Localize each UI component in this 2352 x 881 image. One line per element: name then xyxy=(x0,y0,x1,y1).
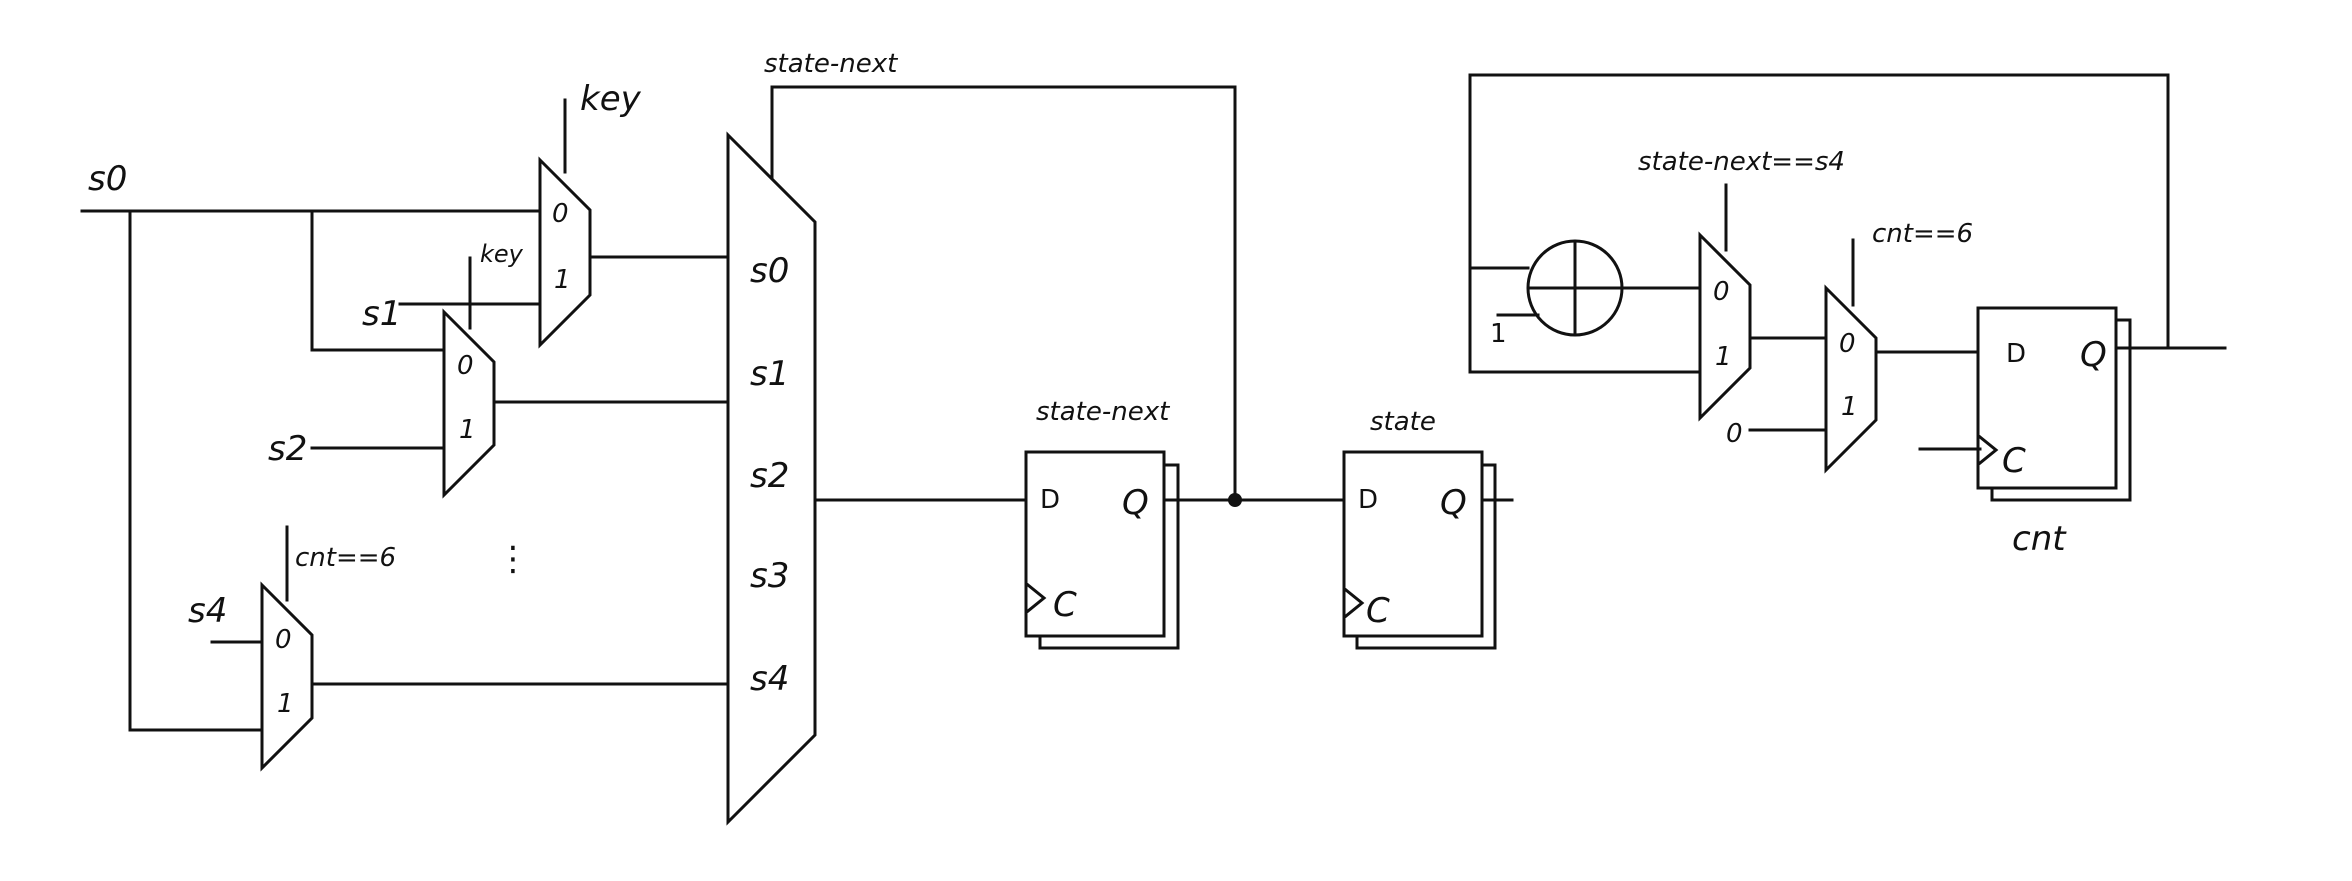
mux-s1-port-0: 0 xyxy=(457,351,474,381)
state-next-feedback-wire xyxy=(770,85,1237,500)
mux-s1-port-1: 1 xyxy=(459,415,476,445)
const-zero-label: 0 xyxy=(1726,419,1743,449)
s1-input-label: s1 xyxy=(362,294,401,334)
s2-input-label: s2 xyxy=(268,429,307,469)
key-select-label: key xyxy=(580,79,642,119)
state-mux-input-s0: s0 xyxy=(750,251,789,291)
mux-s0-port-0: 0 xyxy=(552,199,569,229)
mux-s4-port-1: 1 xyxy=(277,689,294,719)
state-next-register-label: state-next xyxy=(1036,397,1170,427)
ellipsis-mark: ⋮ xyxy=(496,539,530,579)
cnt-port-q: Q xyxy=(2080,335,2107,375)
state-mux-input-s4: s4 xyxy=(750,659,789,699)
state-register xyxy=(1342,450,1484,638)
s0-input-label: s0 xyxy=(88,159,127,199)
state-next-register xyxy=(1024,450,1166,638)
cnt6-select-label: cnt==6 xyxy=(295,543,396,573)
state-register-label: state xyxy=(1370,407,1436,437)
mux-cnt-reset-port-0: 0 xyxy=(1713,277,1730,307)
state-port-q: Q xyxy=(1440,483,1467,523)
mux-cnt-wrap-port-1: 1 xyxy=(1841,392,1858,422)
state-mux-input-s3: s3 xyxy=(750,556,789,596)
const-one-label: 1 xyxy=(1490,319,1507,349)
mux-s0-select xyxy=(538,156,592,349)
mux-cnt-reset-port-1: 1 xyxy=(1715,342,1732,372)
state-select-mux xyxy=(726,131,817,826)
state-port-d: D xyxy=(1358,485,1378,515)
cnt-feedback-wire xyxy=(1468,73,2170,374)
cnt-port-d: D xyxy=(2006,339,2026,369)
state-mux-input-s2: s2 xyxy=(750,456,789,496)
cnt-register xyxy=(1976,306,2118,490)
state-port-c: C xyxy=(1366,591,1390,631)
mux-s4-select xyxy=(260,581,314,772)
cnt-port-c: C xyxy=(2002,441,2026,481)
state-clock-icon xyxy=(1343,587,1365,619)
state-next-port-q: Q xyxy=(1122,483,1149,523)
state-next-port-c: C xyxy=(1053,585,1077,625)
mux-cnt-reset-select xyxy=(1698,231,1752,422)
state-next-select-label: state-next xyxy=(764,49,898,79)
mux-cnt-wrap-port-0: 0 xyxy=(1839,329,1856,359)
state-next-eq-s4-label: state-next==s4 xyxy=(1638,147,1845,177)
mux-s4-port-0: 0 xyxy=(275,625,292,655)
state-next-clock-icon xyxy=(1025,582,1047,614)
junction-dot xyxy=(1228,493,1242,507)
state-next-port-d: D xyxy=(1040,485,1060,515)
mux-cnt-wrap-select xyxy=(1824,284,1878,474)
cnt6-right-label: cnt==6 xyxy=(1872,219,1973,249)
s4-input-label: s4 xyxy=(188,591,227,631)
mux-s0-port-1: 1 xyxy=(554,265,571,295)
state-mux-input-s1: s1 xyxy=(750,354,789,394)
cnt-register-label: cnt xyxy=(2012,519,2067,559)
mux-s1-select xyxy=(442,308,496,499)
key-small-label: key xyxy=(480,240,524,268)
cnt-clock-icon xyxy=(1977,434,1999,466)
